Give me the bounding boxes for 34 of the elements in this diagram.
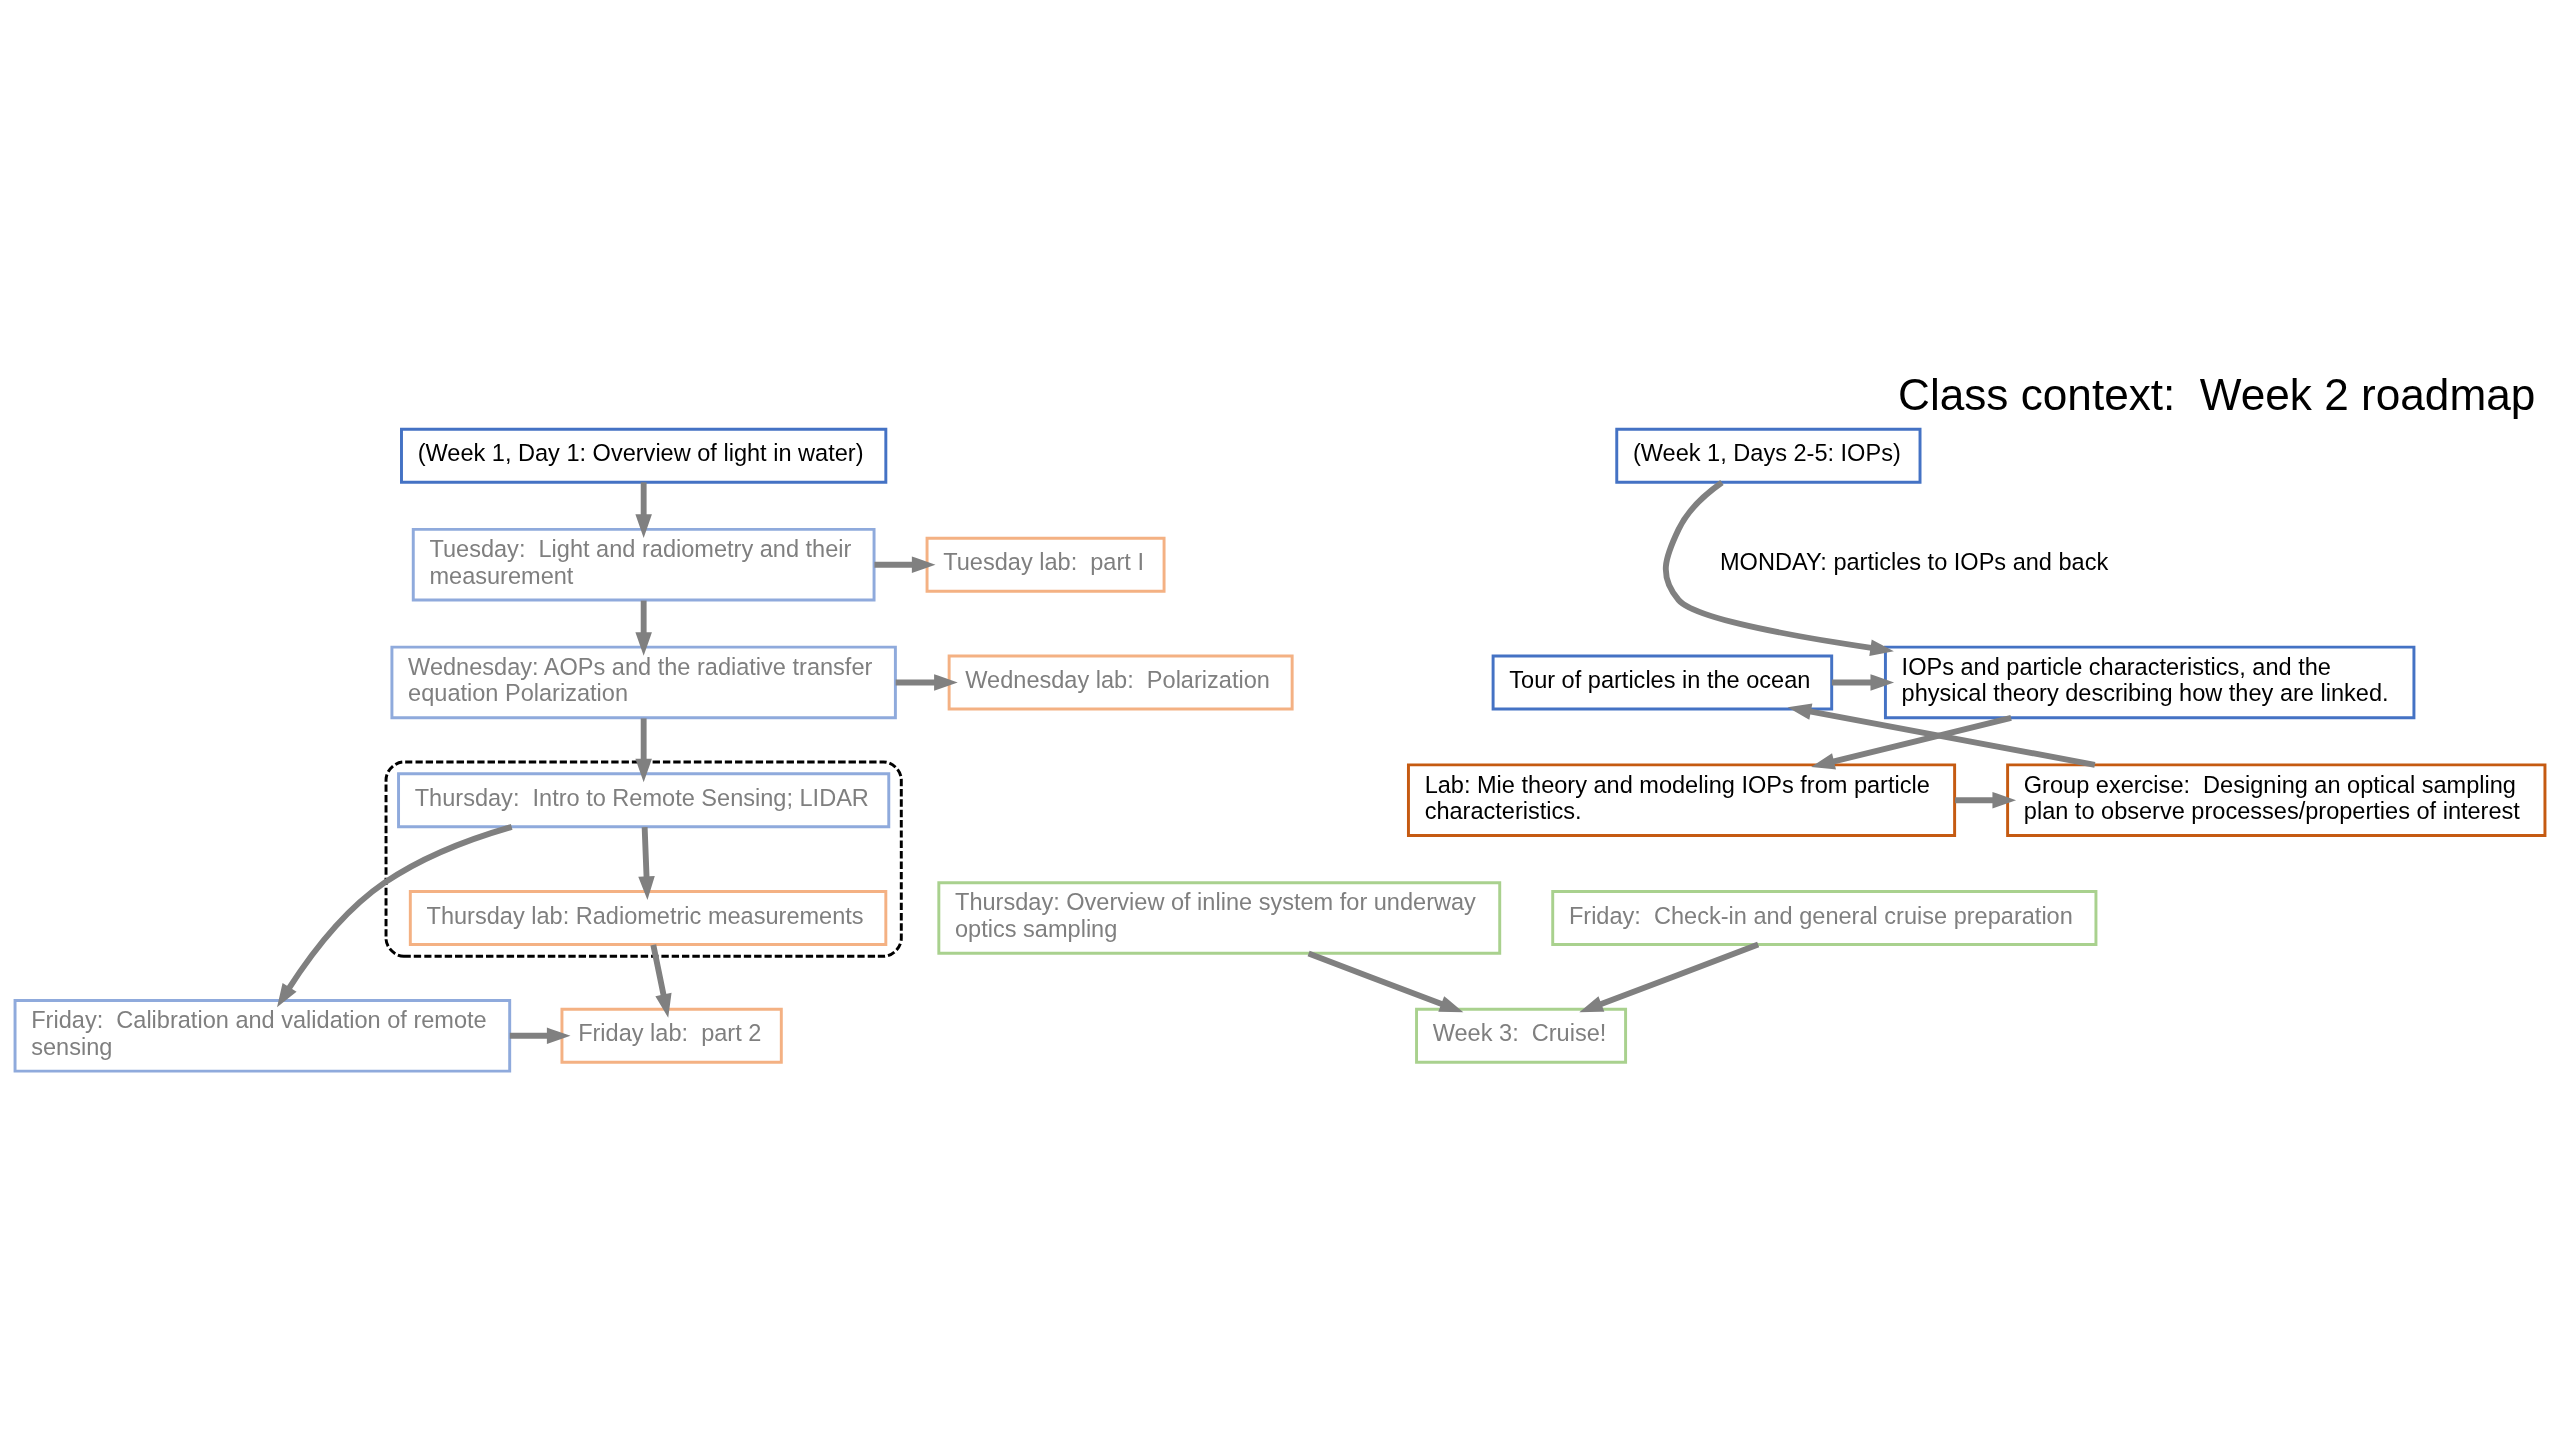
node-box: Thursday: Overview of inline system for underway optics sampling xyxy=(937,881,1502,955)
arrow xyxy=(1831,674,1895,691)
arrow xyxy=(1307,950,1464,1013)
node-box: Friday lab: part 2 xyxy=(560,1007,783,1064)
node-box: Week 3: Cruise! xyxy=(1415,1007,1628,1064)
diagram-title: Class context: Week 2 roadmap xyxy=(1898,370,2536,420)
arrow xyxy=(635,600,652,656)
node-box: Tour of particles in the ocean xyxy=(1491,654,1834,711)
arrow xyxy=(277,824,513,1008)
arrow xyxy=(895,674,958,691)
arrow xyxy=(509,1027,571,1045)
arrow xyxy=(638,827,655,900)
arrow xyxy=(1811,715,2012,770)
node-box: Wednesday lab: Polarization xyxy=(947,654,1294,711)
arrow xyxy=(650,944,672,1018)
node-box: Tuesday: Light and radiometry and their measurement xyxy=(411,527,876,602)
arrow xyxy=(635,482,652,538)
node-box: Wednesday: AOPs and the radiative transfer equation Polarization xyxy=(390,645,897,720)
arrow xyxy=(1955,791,2017,809)
node-box: Lab: Mie theory and modeling IOPs from particle characteristics. xyxy=(1407,763,1957,838)
node-box: Friday: Calibration and validation of remote sensing xyxy=(13,999,512,1073)
node-box: (Week 1, Days 2-5: IOPs) xyxy=(1615,427,1922,484)
node-box: Thursday: Intro to Remote Sensing; LIDAR xyxy=(397,772,891,829)
arrow xyxy=(874,556,936,573)
arrow xyxy=(1579,941,1760,1013)
node-box: Friday: Check-in and general cruise preparation xyxy=(1551,890,2098,946)
node-box: Thursday lab: Radiometric measurements xyxy=(408,890,888,946)
node-box: Tuesday lab: part I xyxy=(925,536,1166,593)
node-box: (Week 1, Day 1: Overview of light in water) xyxy=(400,427,888,484)
arrow xyxy=(635,718,652,783)
label: MONDAY: particles to IOPs and back xyxy=(1720,549,2109,576)
node-box: Group exercise: Designing an optical sampling plan to observe processes/properties of interest xyxy=(2006,763,2547,838)
arrow xyxy=(1662,480,1894,656)
node-box: IOPs and particle characteristics, and the physical theory describing how they are linked. xyxy=(1883,645,2416,720)
